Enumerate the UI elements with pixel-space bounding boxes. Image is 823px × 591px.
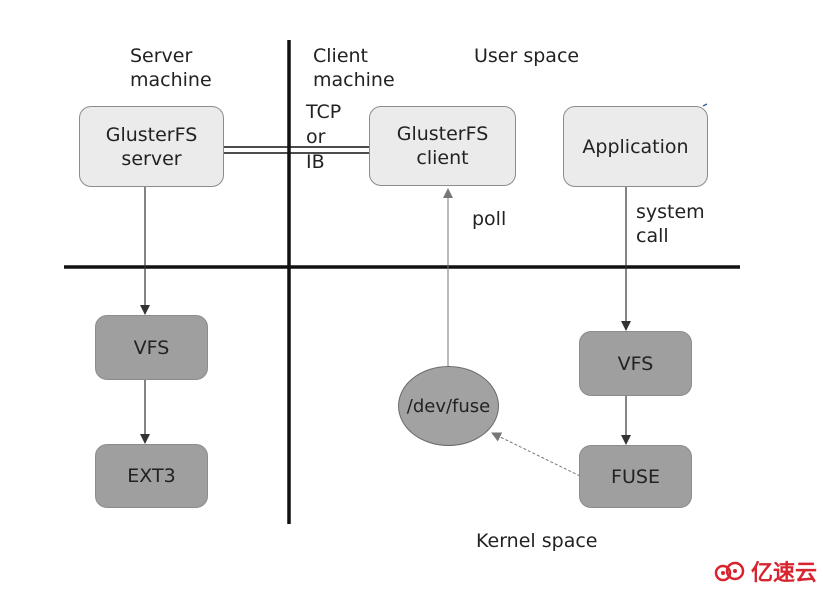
kernel-space-label: Kernel space [476,530,598,552]
user-space-label: User space [474,45,580,67]
watermark-text: 亿速云 [750,561,817,586]
server-vfs-label: VFS [133,336,170,359]
client-vfs-box: VFS [579,331,692,396]
dev-fuse-node: /dev/fuse [398,366,499,446]
arrow-fuse-to-devfuse [491,432,581,477]
client-machine-label: Client machine [313,45,395,91]
dev-fuse-label: /dev/fuse [406,395,491,417]
ext3-label: EXT3 [127,465,176,487]
poll-label: poll [472,208,507,230]
watermark: 亿速云 [713,555,817,587]
glusterfs-client-box: GlusterFS client [369,106,516,186]
tcp-or-ib-label: TCP or IB [306,101,342,173]
glusterfs-client-label: GlusterFS client [396,123,489,169]
server-vfs-box: VFS [95,315,208,380]
corner-mark-icon [702,103,708,107]
client-vfs-label: VFS [617,352,654,375]
system-call-label: system call [636,201,705,247]
fuse-label: FUSE [611,465,660,488]
cloud-logo-icon [714,561,745,582]
server-machine-label: Server machine [130,45,212,91]
ext3-box: EXT3 [95,444,208,508]
fuse-box: FUSE [579,445,692,508]
application-box: Application [563,106,708,187]
glusterfs-server-box: GlusterFS server [79,106,224,187]
glusterfs-server-label: GlusterFS server [105,123,198,170]
application-label: Application [582,135,689,158]
